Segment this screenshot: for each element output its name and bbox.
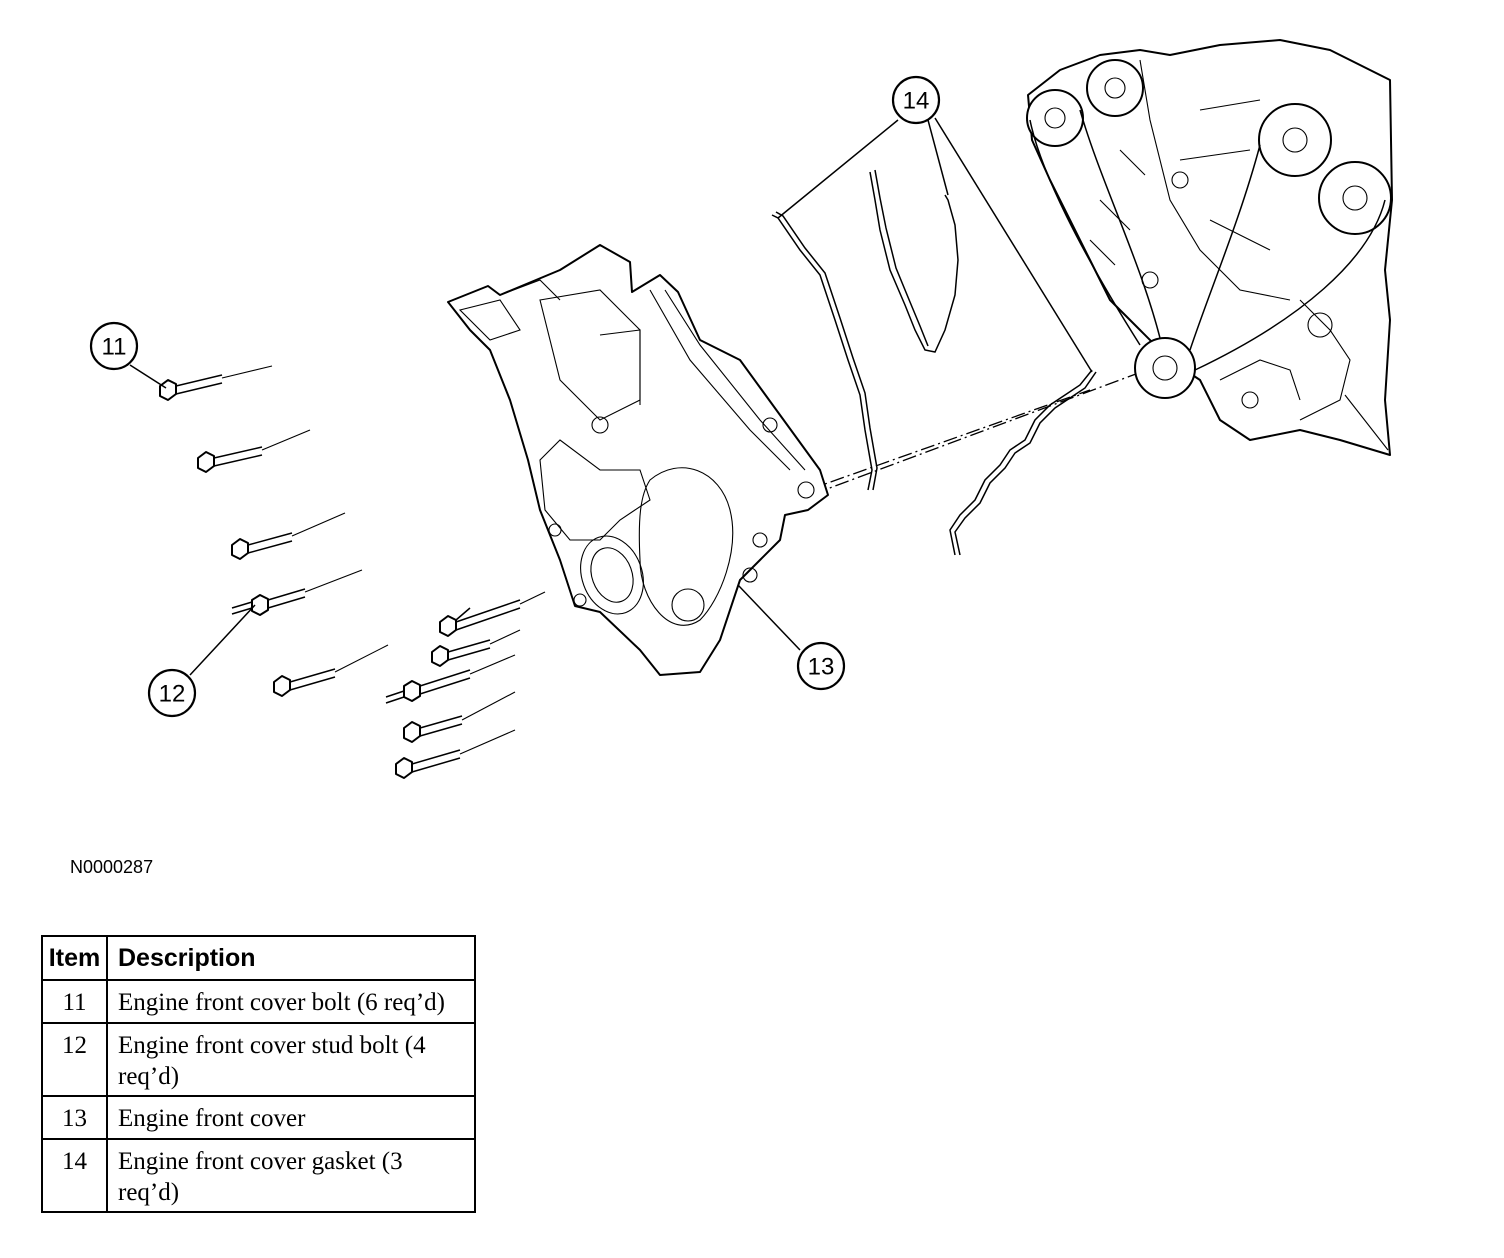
table-row: 12 Engine front cover stud bolt (4 req’d… [41,1022,476,1097]
table-row: 13 Engine front cover [41,1095,476,1140]
callout-11: 11 [89,321,139,371]
bolt [197,429,311,473]
callout-14-label: 14 [903,88,930,115]
callout-13: 13 [796,641,846,691]
legend-item-number: 11 [41,979,108,1024]
bolt [403,691,516,743]
legend-item-description: Engine front cover bolt (6 req’d) [106,979,476,1024]
legend-header-description: Description [106,935,476,981]
legend-item-number: 12 [41,1022,108,1097]
figure-id: N0000287 [70,857,154,877]
legend-header-row: Item Description [41,935,476,981]
front-cover-bolts [159,365,546,779]
engine-block [1026,39,1393,456]
bolt [231,512,346,560]
callout-12-label: 12 [159,681,186,708]
stud-bolt [431,629,521,667]
callout-14: 14 [891,75,941,125]
legend-item-number: 14 [41,1138,108,1213]
legend-header-item: Item [41,935,108,981]
exploded-view-diagram: 11 12 13 14 [89,39,1393,779]
stud-bolt [385,654,516,704]
stud-bolt [231,569,363,616]
stud-bolt [439,591,546,637]
legend-item-description: Engine front cover gasket (3 req’d) [106,1138,476,1213]
callout-13-label: 13 [808,654,835,681]
callout-12: 12 [147,668,197,718]
table-row: 14 Engine front cover gasket (3 req’d) [41,1138,476,1213]
callout-11-label: 11 [102,334,127,361]
bolt [159,365,273,401]
engine-front-cover [447,244,829,676]
table-row: 11 Engine front cover bolt (6 req’d) [41,979,476,1024]
front-cover-gaskets [771,169,1097,556]
parts-legend-table: Item Description 11 Engine front cover b… [41,935,476,1213]
legend-item-number: 13 [41,1095,108,1140]
bolt [395,729,516,779]
legend-item-description: Engine front cover [106,1095,476,1140]
legend-item-description: Engine front cover stud bolt (4 req’d) [106,1022,476,1097]
leader-lines [129,117,1093,676]
bolt [273,644,389,697]
